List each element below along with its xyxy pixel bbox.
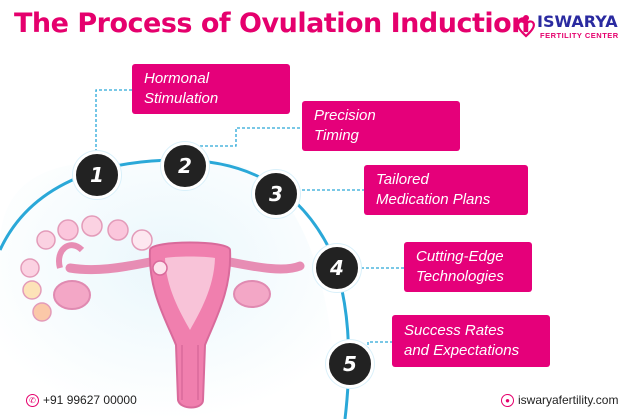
step-3-label: Tailored Medication Plans — [364, 165, 528, 215]
step-3-line2: Medication Plans — [376, 191, 491, 208]
website-text: iswaryafertility.com — [518, 393, 619, 407]
connector-2 — [190, 127, 300, 147]
step-3-line1: Tailored — [376, 171, 429, 188]
phone-contact[interactable]: ✆ +91 99627 00000 — [26, 393, 137, 407]
step-1-line2: Stimulation — [144, 90, 219, 107]
step-5-label: Success Rates and Expectations — [392, 315, 550, 367]
step-1-marker: 1 — [73, 151, 121, 199]
page-title: The Process of Ovulation Induction — [14, 8, 530, 39]
step-5-line2: and Expectations — [404, 342, 520, 359]
globe-icon: ● — [501, 393, 514, 407]
uterus-illustration — [53, 241, 305, 409]
step-2-line2: Timing — [314, 127, 359, 144]
step-5-marker: 5 — [326, 340, 374, 388]
brand-logo: ISWARYA FERTILITY CENTER — [516, 12, 634, 46]
brand-name: ISWARYA — [537, 12, 618, 31]
step-4-marker: 4 — [313, 244, 361, 292]
step-3-marker: 3 — [252, 170, 300, 218]
step-1-label: Hormonal Stimulation — [132, 64, 290, 114]
phone-icon: ✆ — [26, 393, 39, 407]
website-link[interactable]: ● iswaryafertility.com — [501, 393, 618, 407]
step-4-line2: Technologies — [416, 268, 504, 285]
step-1-line1: Hormonal — [144, 70, 210, 87]
step-2-line1: Precision — [314, 107, 376, 124]
step-2-label: Precision Timing — [302, 101, 460, 151]
step-5-line1: Success Rates — [404, 322, 505, 339]
heart-person-icon — [517, 15, 535, 38]
step-2-marker: 2 — [161, 142, 209, 190]
connector-1 — [95, 89, 132, 152]
phone-number: +91 99627 00000 — [43, 393, 137, 407]
brand-tagline: FERTILITY CENTER — [540, 31, 619, 40]
follicle-stages — [20, 215, 153, 322]
step-4-line1: Cutting-Edge — [416, 248, 504, 265]
step-4-label: Cutting-Edge Technologies — [404, 242, 532, 292]
